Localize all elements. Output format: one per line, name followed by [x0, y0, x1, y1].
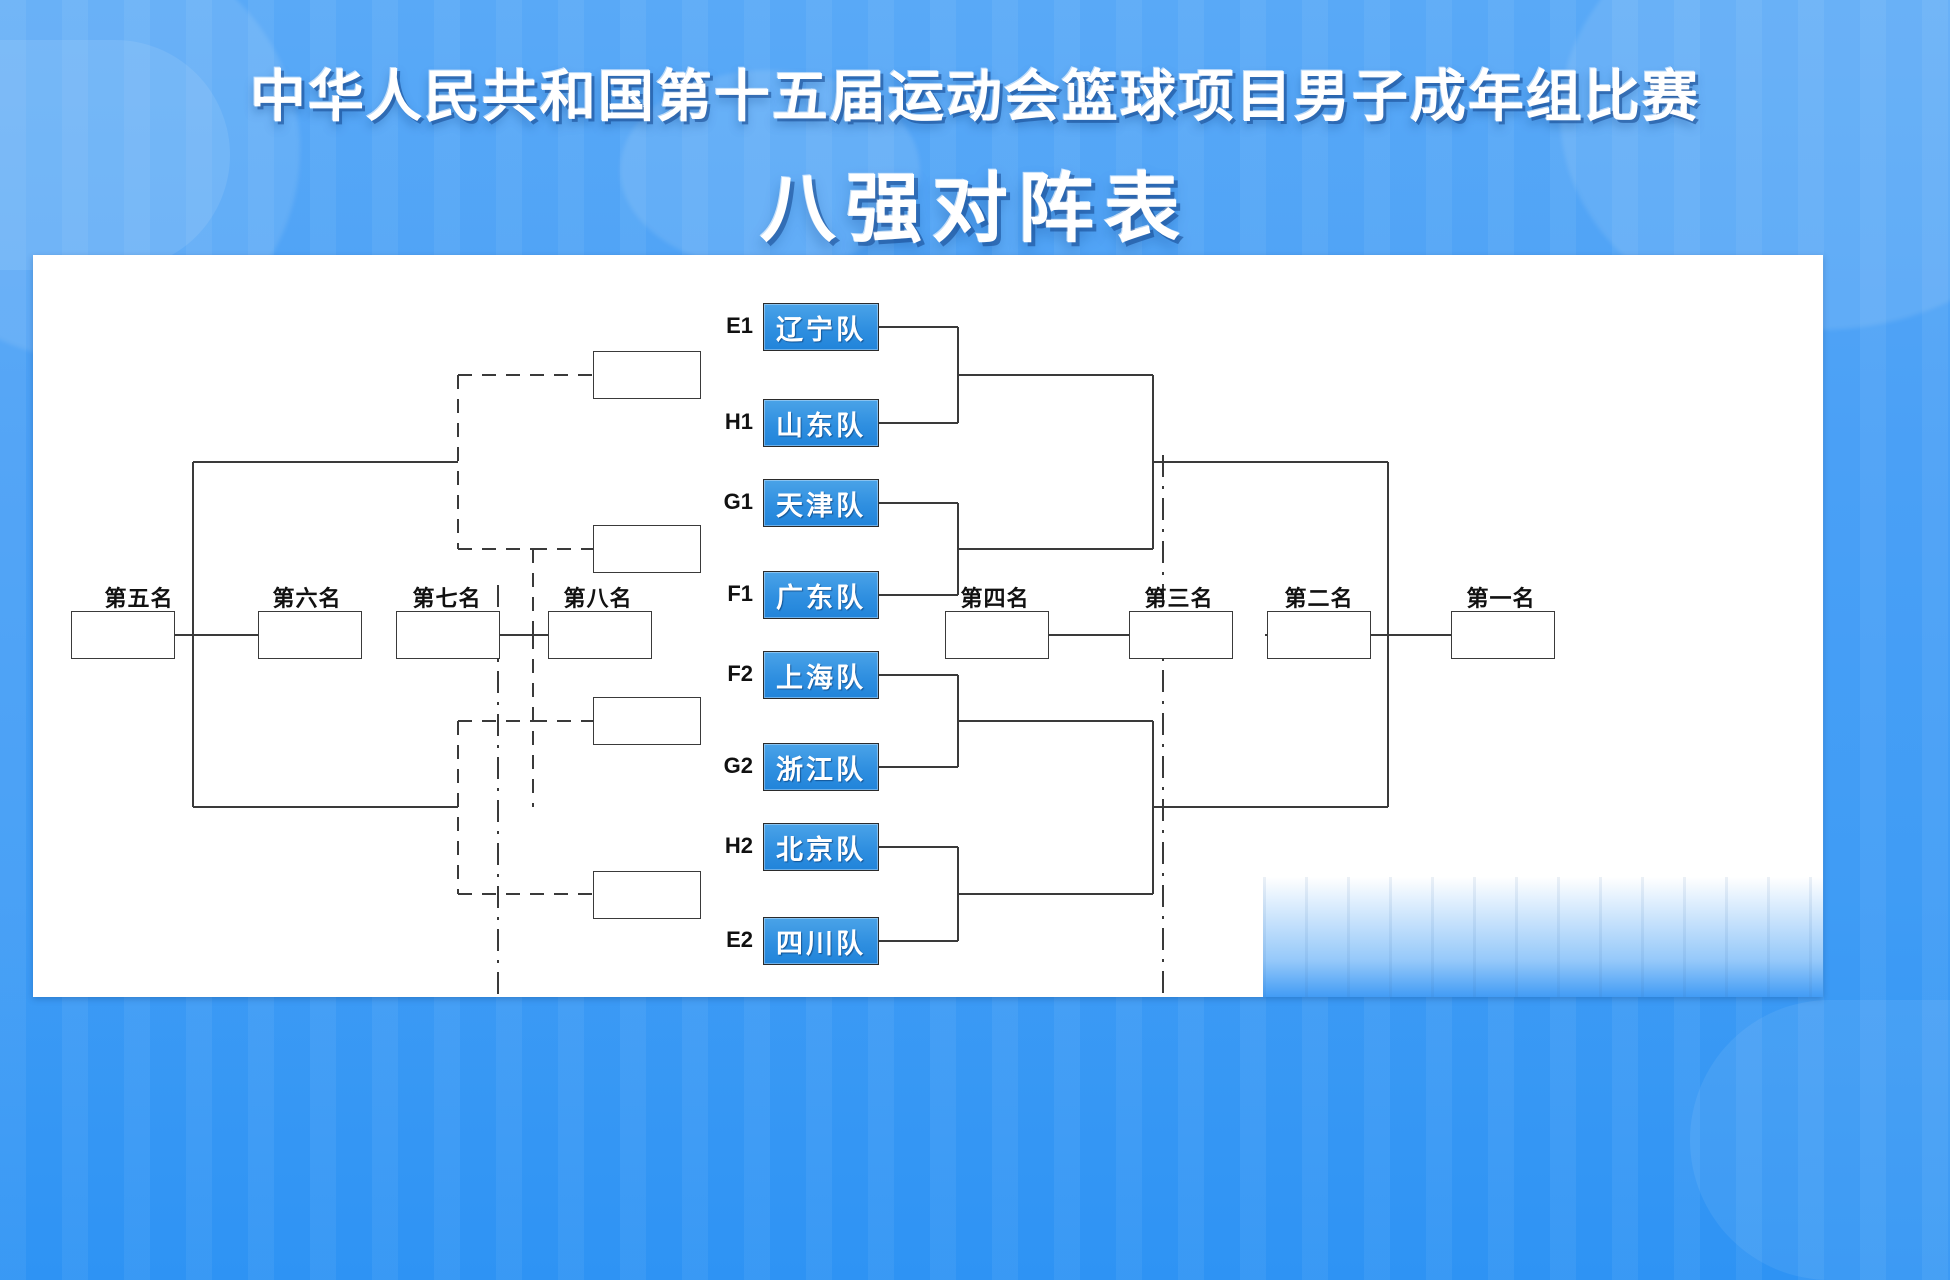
- rank-label-third: 第三名: [1144, 587, 1214, 612]
- loser-slot-3[interactable]: [593, 697, 701, 745]
- seed-label-e1: E1: [726, 313, 753, 338]
- seed-label-h1: H1: [724, 409, 753, 434]
- team-box-beijing[interactable]: 北京队: [763, 823, 879, 871]
- seed-label-f1: F1: [727, 581, 753, 606]
- team-box-guangdong[interactable]: 广东队: [763, 571, 879, 619]
- seed-label-h2: H2: [724, 833, 753, 858]
- loser-slot-1[interactable]: [593, 351, 701, 399]
- rank-label-second: 第二名: [1284, 587, 1354, 612]
- background-arc-right: [1690, 1000, 1950, 1280]
- placement-slot-sixth[interactable]: [258, 611, 362, 659]
- team-box-sichuan[interactable]: 四川队: [763, 917, 879, 965]
- loser-slot-2[interactable]: [593, 525, 701, 573]
- team-box-tianjin[interactable]: 天津队: [763, 479, 879, 527]
- team-box-shandong[interactable]: 山东队: [763, 399, 879, 447]
- placement-slot-fifth[interactable]: [71, 611, 175, 659]
- poster-header: 中华人民共和国第十五届运动会篮球项目男子成年组比赛 八强对阵表: [0, 0, 1950, 257]
- rank-label-sixth: 第六名: [272, 587, 342, 612]
- seed-label-g1: G1: [723, 489, 753, 514]
- seed-label-f2: F2: [727, 661, 753, 686]
- rank-label-first: 第一名: [1466, 587, 1536, 612]
- team-box-shanghai[interactable]: 上海队: [763, 651, 879, 699]
- page-subtitle: 八强对阵表: [760, 164, 1190, 253]
- placement-slot-seventh[interactable]: [396, 611, 500, 659]
- placement-slot-third[interactable]: [1129, 611, 1233, 659]
- rank-label-eighth: 第八名: [563, 587, 633, 612]
- placement-slot-first[interactable]: [1451, 611, 1555, 659]
- page-title: 中华人民共和国第十五届运动会篮球项目男子成年组比赛: [250, 65, 1700, 130]
- placement-slot-second[interactable]: [1267, 611, 1371, 659]
- loser-slot-4[interactable]: [593, 871, 701, 919]
- team-box-zhejiang[interactable]: 浙江队: [763, 743, 879, 791]
- rank-label-fifth: 第五名: [104, 587, 174, 612]
- placement-slot-fourth[interactable]: [945, 611, 1049, 659]
- team-box-liaoning[interactable]: 辽宁队: [763, 303, 879, 351]
- placement-slot-eighth[interactable]: [548, 611, 652, 659]
- rank-label-seventh: 第七名: [412, 587, 482, 612]
- bracket-board: E1 辽宁队 H1 山东队 G1 天津队 F1 广东队 F2 上海队 G2 浙江…: [33, 255, 1823, 997]
- seed-label-g2: G2: [723, 753, 753, 778]
- seed-label-e2: E2: [726, 927, 753, 952]
- rank-label-fourth: 第四名: [960, 587, 1030, 612]
